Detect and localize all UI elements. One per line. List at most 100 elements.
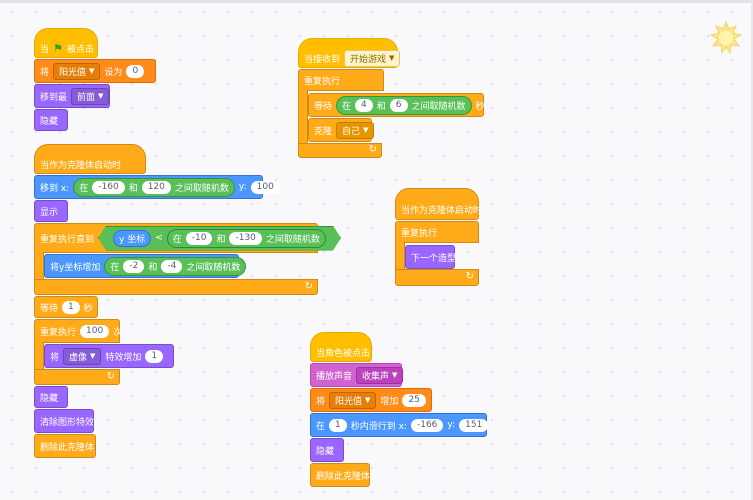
y-label: y: [238,182,247,192]
forever-block[interactable] [298,69,384,91]
hat-label: 当作为克隆体启动时 [401,205,483,216]
glide-to-xy-block[interactable]: 在 1 秒内滑行到 x: -166 y: 151 [310,413,489,437]
play-sound-block[interactable]: 播放声音 收集声▼ [310,363,404,387]
chevron-down-icon: ▼ [89,67,95,75]
random-at: 在 [110,262,120,273]
hat-label: 当作为克隆体启动时 [40,160,122,171]
glide-seconds-input[interactable]: 1 [329,418,347,432]
random-max-input[interactable]: -4 [161,259,183,273]
change-value-input[interactable]: 25 [402,393,426,407]
change-variable-block[interactable]: 将 阳光值▼ 增加 25 [310,388,432,412]
chevron-down-icon: ▼ [392,371,398,379]
glide-y-input[interactable]: 151 [459,418,489,432]
random-min-input[interactable]: 4 [355,98,373,112]
less-than-operator[interactable]: y 坐标 < 在 -10 和 -130 之间取随机数 [98,226,341,251]
hide-block[interactable]: 隐藏 [34,386,68,408]
hide-block[interactable]: 隐藏 [310,438,344,462]
next-costume-block[interactable]: 下一个造型 [405,245,457,269]
go-to-xy-block[interactable]: 移到 x: 在 -160 和 120 之间取随机数 y: 100 [34,175,280,199]
forever-label: 重复执行 [401,228,438,239]
random-max-input[interactable]: -130 [229,232,261,245]
change-effect-block[interactable]: 将 虚像▼ 特效增加 1 [44,344,174,368]
when-flag-clicked-hat[interactable]: 当 ⚑ 被点击 [34,28,98,58]
delete-clone-label: 删除此克隆体 [40,442,95,453]
random-min-input[interactable]: -2 [123,259,145,273]
wait-input[interactable]: 1 [62,300,80,314]
loop-arrow-icon: ↻ [106,371,115,382]
forever-footer: ↻ [298,143,382,158]
hat-suffix: 被点击 [66,44,94,55]
variable-dropdown[interactable]: 阳光值▼ [329,391,377,409]
message-dropdown[interactable]: 开始游戏▼ [344,49,401,67]
delete-clone-block[interactable]: 删除此克隆体 [310,463,370,487]
change-y-verb: 将y坐标增加 [50,262,101,273]
show-label: 显示 [40,207,59,218]
random-min-input[interactable]: -10 [186,232,213,245]
random-and: 和 [376,101,386,112]
repeat-arm [34,342,44,370]
chevron-down-icon: ▼ [365,396,371,404]
random-operator[interactable]: 在 -160 和 120 之间取随机数 [73,177,235,197]
random-max-input[interactable]: 6 [389,98,408,112]
glide-x-input[interactable]: -166 [410,418,444,432]
effect-dropdown[interactable]: 虚像▼ [63,347,102,365]
chevron-down-icon: ▼ [90,352,96,360]
random-label: 之间取随机数 [265,234,320,245]
sound-name: 收集声 [362,371,390,382]
sun-sprite-icon [709,21,743,55]
hat-prefix: 当 [40,44,50,55]
random-at: 在 [79,183,89,194]
wait-unit: 秒 [475,101,485,112]
delete-clone-block[interactable]: 删除此克隆体 [34,434,96,458]
create-clone-block[interactable]: 克隆 自己▼ [308,118,375,142]
random-max-input[interactable]: 120 [141,180,171,194]
change-y-block[interactable]: 将y坐标增加 在 -2 和 -4 之间取随机数 [44,254,247,278]
layer-option: 前面 [77,92,96,103]
repeat-until-arm [34,252,44,280]
random-min-input[interactable]: -160 [92,180,125,194]
when-clone-starts-hat[interactable]: 当作为克隆体启动时 [395,188,483,220]
layer-dropdown[interactable]: 前面▼ [71,87,110,105]
random-operator[interactable]: 在 -2 和 -4 之间取随机数 [104,256,247,276]
show-block[interactable]: 显示 [34,200,68,222]
effect-value-input[interactable]: 1 [145,349,164,363]
repeat-unit: 次 [113,327,123,338]
hide-block[interactable]: 隐藏 [34,109,68,131]
set-value-input[interactable]: 0 [126,64,145,78]
y-position-reporter[interactable]: y 坐标 [113,230,151,247]
repeat-verb: 重复执行 [40,327,77,338]
loop-arrow-icon: ↻ [368,144,377,155]
effect-mid: 特效增加 [105,352,142,363]
sound-dropdown[interactable]: 收集声▼ [356,366,404,384]
set-variable-block[interactable]: 将 阳光值▼ 设为 0 [34,59,156,83]
workspace-scrollbar[interactable] [751,0,753,500]
repeat-block[interactable]: 重复执行 100 次 [34,319,123,343]
y-input[interactable]: 100 [250,180,280,194]
less-than-sign: < [155,233,163,243]
go-to-layer-block[interactable]: 移到最 前面▼ [34,84,110,108]
clear-effects-label: 清除图形特效 [40,417,95,428]
random-operator[interactable]: 在 4 和 6 之间取随机数 [336,95,472,115]
effect-verb: 将 [50,352,60,363]
random-operator[interactable]: 在 -10 和 -130 之间取随机数 [167,229,326,248]
wait-random-block[interactable]: 等待 在 4 和 6 之间取随机数 秒 [308,93,485,117]
change-mid: 增加 [380,396,399,407]
forever-arm [395,242,405,270]
repeat-until-footer: ↻ [34,279,318,295]
when-sprite-clicked-hat[interactable]: 当角色被点击 [310,332,372,362]
clear-effects-block[interactable]: 清除图形特效 [34,409,94,433]
next-costume-label: 下一个造型 [411,253,457,264]
wait-block[interactable]: 等待 1 秒 [34,296,98,318]
clone-target-dropdown[interactable]: 自己▼ [336,121,375,139]
change-verb: 将 [316,396,326,407]
variable-dropdown[interactable]: 阳光值▼ [53,62,101,80]
repeat-count-input[interactable]: 100 [80,324,110,338]
when-receive-hat[interactable]: 当接收到 开始游戏▼ [298,38,401,68]
when-clone-starts-hat[interactable]: 当作为克隆体启动时 [34,144,146,174]
effect-name: 虚像 [69,352,88,363]
wait-verb: 等待 [314,101,333,112]
chevron-down-icon: ▼ [363,126,369,134]
forever-block[interactable] [395,221,479,243]
glide-mid: 秒内滑行到 x: [350,421,407,432]
workspace-top-border [0,0,753,3]
